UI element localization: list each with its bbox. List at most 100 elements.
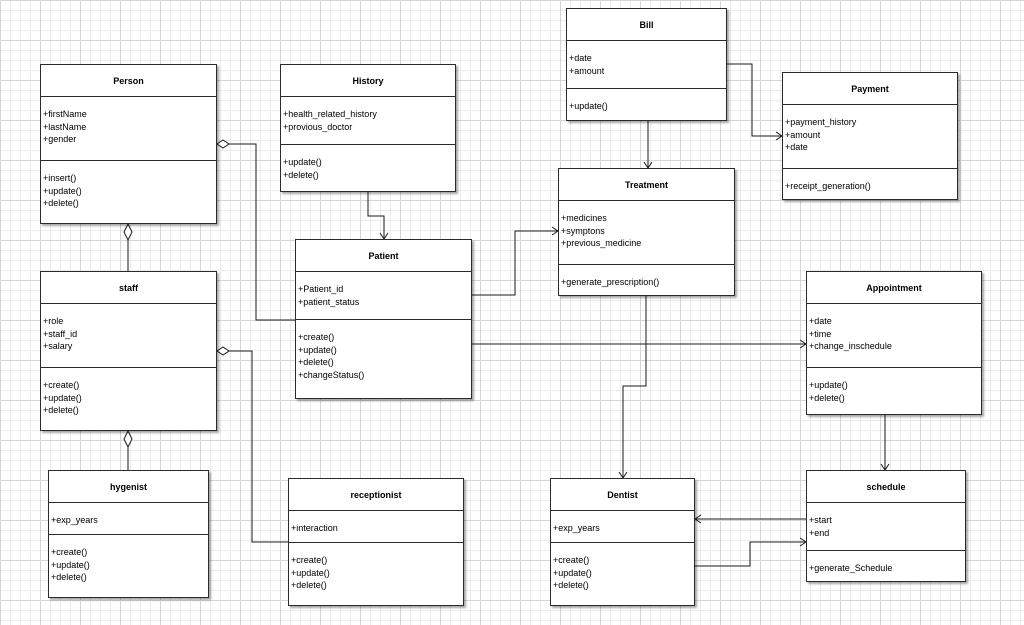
method: +update() [51,559,90,570]
attributes-section: +exp_years [551,511,694,543]
aggregation-diamond [123,222,133,242]
class-receptionist[interactable]: receptionist+interaction+create()+update… [288,478,464,606]
method: +delete() [809,392,845,403]
attributes-section: +payment_history +amount +date [783,105,957,169]
class-hygenist[interactable]: hygenist +exp_years +create() +update() +del… [48,470,209,598]
class-appointment[interactable]: Appointment+date+time+change_inschedule+… [806,271,982,415]
attribute: +payment_history [785,117,857,127]
aggregation-diamond [216,346,230,356]
attributes-section: +exp_years [49,503,208,535]
method: +delete() [283,169,319,180]
attribute: +patient_status [298,296,360,307]
methods-section: +update() +delete() [807,368,981,404]
class-name: schedule [807,471,965,503]
aggregation-diamond [216,139,230,149]
class-name: receptionist [289,479,463,511]
method: +update() [291,567,330,578]
method: +create() [553,555,590,565]
treatment-dentist-link [622,296,647,478]
attribute: +health_related_history [283,109,377,119]
attributes-section: +Patient_id +patient_status [296,272,471,320]
method: +insert() [43,173,77,183]
method: +generate_Schedule [809,563,893,573]
attribute: +time [809,328,832,339]
method: +delete() [553,580,589,590]
method: +delete() [43,405,79,415]
class-name: Treatment [559,169,734,201]
method: +create() [51,547,88,557]
attribute: +lastName [43,121,87,132]
class-treatment[interactable]: Treatment +medicines +symptons +previous_me… [558,168,735,296]
methods-section: +insert()+update()+delete() [41,161,216,210]
attribute: +exp_years [553,523,600,533]
methods-section: +generate_prescription() [559,265,734,289]
class-name: Patient [296,240,471,272]
attribute: +date [569,53,592,63]
method: +delete() [291,580,327,590]
method: +create() [43,380,80,390]
class-name: History [281,65,455,97]
methods-section: +receipt_generation() [783,169,957,193]
attribute: +salary [43,341,73,351]
methods-section: +create() +update() +delete() +changeStatus… [296,320,471,381]
history-patient-link [367,192,385,239]
class-dentist[interactable]: Dentist +exp_years +create()+update()+dele… [550,478,695,606]
class-patient[interactable]: Patient +Patient_id +patient_status +create… [295,239,472,399]
method: +delete() [298,357,334,367]
class-bill[interactable]: Bill+date+amount+update() [566,8,727,121]
class-name: Person [41,65,216,97]
attributes-section: +role +staff_id +salary [41,304,216,368]
attribute: +previous_medicine [561,238,642,248]
attribute: +exp_years [51,515,98,525]
aggregation-diamond [123,429,133,449]
bill-payment-link [727,63,782,137]
methods-section: +update() [567,89,726,113]
class-name: Bill [567,9,726,41]
attribute: +interaction [291,523,338,533]
attribute: +provious_doctor [283,121,353,132]
dentist-schedule-link [695,541,806,567]
class-staff[interactable]: staff +role +staff_id +salary +create() +upda… [40,271,217,431]
attribute: +change_inschedule [809,341,892,351]
attribute: +end [809,527,830,538]
attribute: +symptons [561,225,605,236]
attributes-section: +medicines +symptons +previous_medicine [559,201,734,265]
method: +generate_prescription() [561,277,660,287]
attribute: +date [785,142,808,152]
attribute: +Patient_id [298,284,344,294]
attribute: +amount [785,129,821,140]
attribute: +start [809,515,832,525]
patient-treatment-link [472,230,558,296]
methods-section: +update() +delete() [281,145,455,181]
class-name: staff [41,272,216,304]
attribute: +medicines [561,213,607,223]
method: +changeStatus() [298,369,365,380]
method: +update() [283,157,322,167]
attributes-section: +interaction [289,511,463,543]
method: +create() [298,332,335,342]
class-name: Appointment [807,272,981,304]
attributes-section: +firstName+lastName+gender [41,97,216,161]
method: +receipt_generation() [785,181,871,191]
class-name: hygenist [49,471,208,503]
methods-section: +create() +update() +delete() [49,535,208,584]
class-history[interactable]: History +health_related_history +provious_… [280,64,456,192]
class-person[interactable]: Person+firstName+lastName+gender+insert(… [40,64,217,224]
method: +update() [43,392,82,403]
method: +update() [298,344,337,355]
methods-section: +create()+update()+delete() [289,543,463,592]
attributes-section: +date+time+change_inschedule [807,304,981,368]
method: +update() [809,380,848,390]
attribute: +staff_id [43,328,78,339]
class-schedule[interactable]: schedule +start +end +generate_Schedule [806,470,966,582]
attribute: +role [43,316,64,326]
attributes-section: +health_related_history +provious_doctor [281,97,455,145]
method: +delete() [43,198,79,208]
methods-section: +create()+update()+delete() [551,543,694,592]
staff-receptionist-link [229,350,288,543]
attributes-section: +date+amount [567,41,726,89]
class-name: Dentist [551,479,694,511]
class-payment[interactable]: Payment+payment_history+amount+date+rece… [782,72,958,200]
method: +delete() [51,572,87,582]
